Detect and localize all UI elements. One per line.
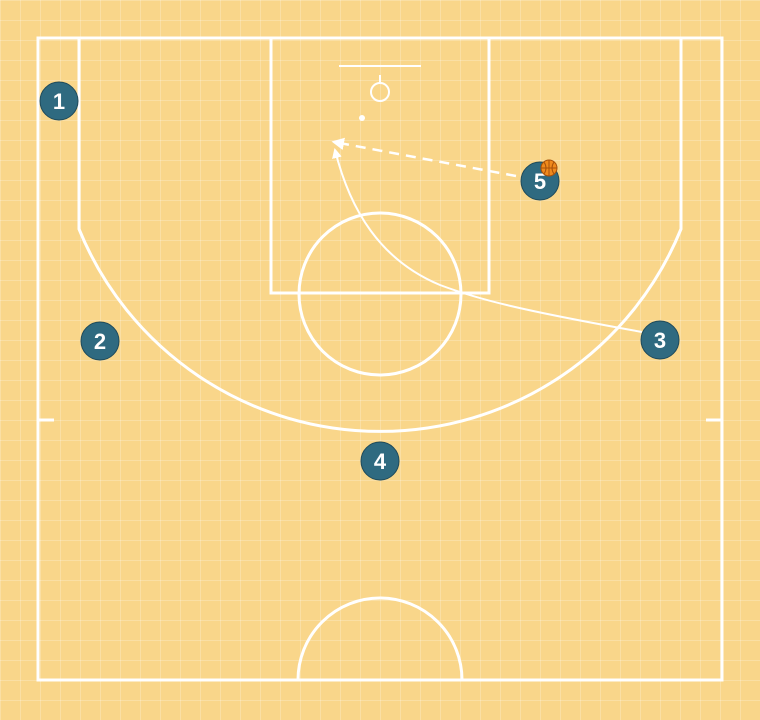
court-boundary xyxy=(36,36,724,682)
player-1-label: 1 xyxy=(53,89,65,114)
pass-arrow xyxy=(331,137,517,178)
player-4[interactable]: 4 xyxy=(360,441,400,481)
player-5-label: 5 xyxy=(534,169,546,194)
free-throw-circle xyxy=(297,211,463,377)
three-point-line xyxy=(77,38,683,433)
cut-arrow xyxy=(332,148,643,333)
paint-lane xyxy=(269,36,491,295)
center-circle xyxy=(296,596,464,681)
player-4-label: 4 xyxy=(374,449,387,474)
basketball-icon xyxy=(540,159,558,177)
player-1[interactable]: 1 xyxy=(39,81,79,121)
rim-dot xyxy=(359,115,365,121)
player-3-label: 3 xyxy=(654,328,666,353)
player-2[interactable]: 2 xyxy=(80,321,120,361)
basket-icon xyxy=(370,75,390,102)
player-2-label: 2 xyxy=(94,329,106,354)
player-3[interactable]: 3 xyxy=(640,320,680,360)
